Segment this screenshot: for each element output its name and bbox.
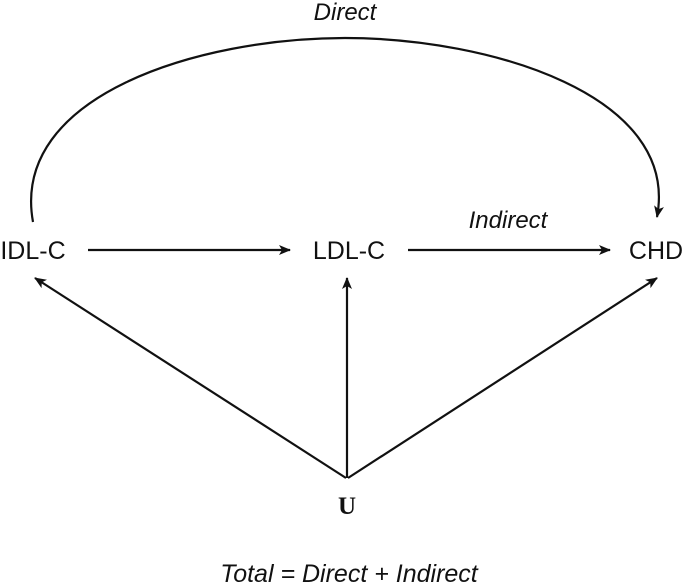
edge-label-direct: Direct bbox=[314, 0, 378, 26]
node-idl-c: IDL-C bbox=[0, 237, 65, 265]
edge-u-to-chd bbox=[347, 277, 658, 479]
node-chd: CHD bbox=[629, 237, 683, 265]
node-ldl-c: LDL-C bbox=[313, 237, 385, 265]
node-u: U bbox=[338, 493, 356, 520]
edge-label-indirect: Indirect bbox=[469, 207, 549, 234]
edge-u-to-idl bbox=[34, 277, 347, 479]
diagram-caption: Total = Direct + Indirect bbox=[220, 560, 479, 585]
edge-direct-idl-to-chd bbox=[30, 36, 664, 223]
